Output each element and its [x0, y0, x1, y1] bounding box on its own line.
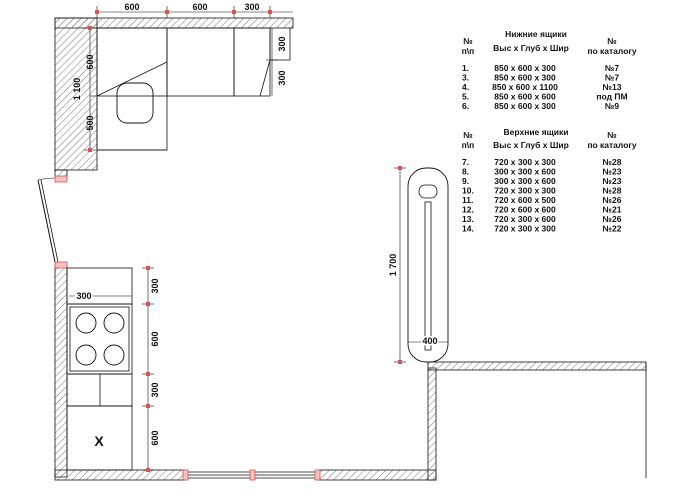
corner-sink-bowl [116, 82, 154, 124]
row-catalog: №28 [603, 186, 622, 196]
upper-num-header-1: № [463, 130, 473, 140]
dimension-ticks [88, 10, 402, 472]
lower-size-header: Выс х Глуб х Шир [493, 43, 569, 53]
upper-size-header: Выс х Глуб х Шир [493, 140, 569, 150]
row-number: 1. [462, 63, 469, 73]
row-size: 300 х 300 х 600 [494, 167, 556, 177]
row-size: 850 х 600 х 600 [494, 92, 556, 102]
upper-cat-header-2: по каталогу [587, 140, 637, 150]
dim-bottom-600-v: 600 [150, 331, 160, 346]
row-number: 14. [462, 224, 474, 234]
wall-left-lower [54, 264, 68, 478]
row-catalog: №13 [603, 82, 622, 92]
row-size: 720 х 300 х 300 [494, 224, 556, 234]
row-catalog: №26 [603, 195, 622, 205]
dim-left-1100: 1 100 [72, 78, 82, 101]
upper-table-rows: 7. 720 х 300 х 300 №28 8. 300 х 300 х 600 №23… [462, 157, 622, 234]
row-catalog: №23 [603, 167, 622, 177]
row-catalog: №9 [605, 101, 619, 111]
row-number: 9. [462, 176, 469, 186]
row-catalog: №23 [603, 176, 622, 186]
door-left [37, 175, 68, 269]
row-size: 720 х 300 х 600 [494, 214, 556, 224]
upper-table: № п\п Верхние ящики Выс х Глуб х Шир № п… [462, 127, 637, 234]
row-number: 10. [462, 186, 474, 196]
dim-bottom-300-v2: 300 [150, 382, 160, 397]
row-number: 13. [462, 214, 474, 224]
row-size: 300 х 300 х 600 [494, 176, 556, 186]
wall-bottom-right [317, 469, 437, 481]
row-number: 11. [462, 195, 473, 205]
row-size: 850 х 600 х 300 [494, 73, 556, 83]
row-size: 720 х 300 х 300 [494, 157, 556, 167]
wall-partition-vertical [427, 367, 437, 481]
lower-left-cabinets [66, 267, 133, 471]
row-number: 6. [462, 101, 469, 111]
row-size: 850 х 600 х 300 [494, 63, 556, 73]
upper-cat-header-1: № [607, 130, 617, 140]
dim-right-300-a: 300 [277, 36, 287, 51]
row-number: 7. [462, 157, 469, 167]
dim-left-500: 500 [85, 115, 95, 130]
row-catalog: №7 [605, 63, 619, 73]
burner-icon [75, 312, 97, 334]
dim-tall-400: 400 [422, 336, 437, 346]
dim-top-600-b: 600 [192, 2, 207, 12]
dim-left-600: 600 [85, 54, 95, 69]
row-size: 720 х 600 х 500 [494, 195, 556, 205]
cooktop [69, 306, 130, 372]
row-number: 8. [462, 167, 469, 177]
lower-cat-header-2: по каталогу [587, 46, 637, 56]
row-catalog: №22 [603, 224, 622, 234]
window-bottom [182, 469, 321, 481]
row-catalog: №28 [603, 157, 622, 167]
tall-cabinet [407, 167, 449, 363]
burner-icon [75, 344, 97, 366]
dim-right-300-b: 300 [277, 70, 287, 85]
row-size: 850 х 600 х 1100 [492, 82, 558, 92]
row-catalog: №7 [605, 73, 619, 83]
row-size: 720 х 300 х 300 [494, 186, 556, 196]
row-size: 720 х 600 х 600 [494, 205, 556, 215]
dim-bottom-300-v1: 300 [150, 278, 160, 293]
lower-table: № п\п Нижние ящики Выс х Глуб х Шир № по… [462, 29, 637, 111]
wall-bottom-left [54, 469, 186, 481]
row-size: 850 х 600 х 300 [494, 101, 556, 111]
dim-tall-1700: 1 700 [388, 254, 398, 277]
row-number: 4. [462, 82, 469, 92]
dim-bottom-600-v2: 600 [150, 430, 160, 445]
row-number: 5. [462, 92, 469, 102]
lower-table-rows: 1. 850 х 600 х 300 №7 3. 850 х 600 х 300 №7 4.… [462, 63, 628, 111]
upper-table-title: Верхние ящики [504, 127, 569, 137]
row-number: 12. [462, 205, 474, 215]
lower-num-header-1: № [463, 36, 473, 46]
row-catalog: под ПМ [596, 92, 627, 102]
corner-cabinets [96, 27, 291, 151]
wall-partition-horizontal [427, 361, 647, 371]
sink-mark: X [94, 433, 104, 449]
row-catalog: №26 [603, 214, 622, 224]
row-number: 3. [462, 73, 469, 83]
burner-icon [103, 312, 125, 334]
upper-num-header-2: п\п [462, 140, 475, 150]
lower-table-title: Нижние ящики [505, 29, 567, 39]
dimension-lines [69, 6, 448, 471]
dim-bottom-300-h: 300 [76, 291, 91, 301]
row-catalog: №21 [603, 205, 622, 215]
burner-icon [103, 344, 125, 366]
lower-num-header-2: п\п [462, 46, 475, 56]
lower-cat-header-1: № [607, 36, 617, 46]
dim-top-600-a: 600 [124, 2, 139, 12]
dim-top-300: 300 [244, 2, 259, 12]
